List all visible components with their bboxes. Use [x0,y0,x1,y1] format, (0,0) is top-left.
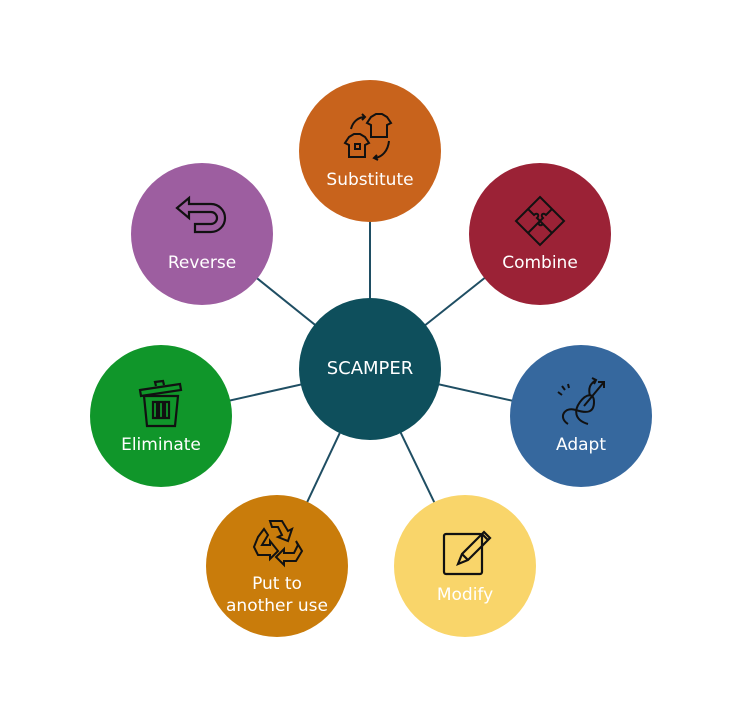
swap-shirts-icon [343,111,397,165]
node-label: Eliminate [121,435,201,455]
node-label: Adapt [556,435,606,455]
node-label: Combine [502,253,578,273]
recycle-icon [250,515,304,569]
edit-pencil-icon [438,526,492,580]
node-label-line2: another use [226,596,328,616]
node-modify: Modify [394,495,536,637]
node-label-line1: Put to [252,574,302,594]
node-combine: Combine [469,163,611,305]
node-put-to-another-use: Put to another use [206,495,348,637]
node-substitute: Substitute [299,80,441,222]
center-label: SCAMPER [326,358,414,379]
node-label: Reverse [167,253,237,273]
center-node-scamper: SCAMPER [299,298,441,440]
node-eliminate: Eliminate [90,345,232,487]
node-label: Substitute [326,170,414,190]
u-turn-arrow-icon [175,194,229,248]
tangled-arrows-icon [554,376,608,430]
trash-icon [134,376,188,430]
puzzle-icon [513,194,567,248]
node-adapt: Adapt [510,345,652,487]
node-label: Modify [436,585,494,605]
node-reverse: Reverse [131,163,273,305]
